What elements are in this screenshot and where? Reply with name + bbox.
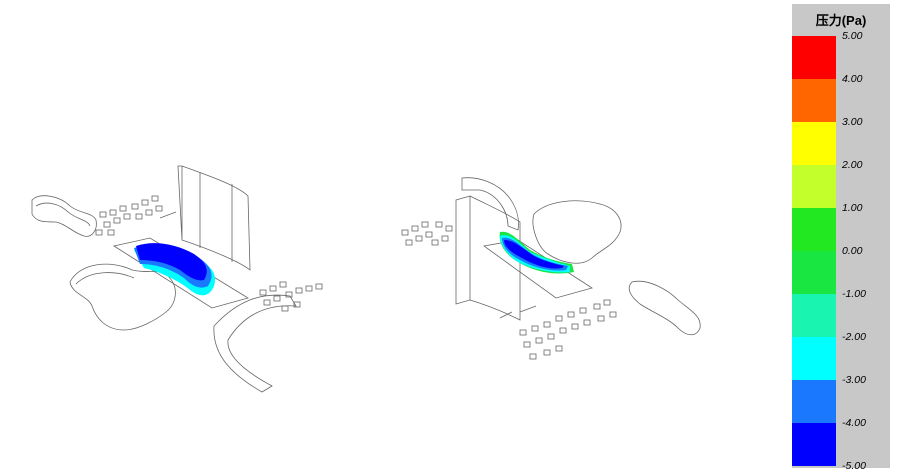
right-top-bracket bbox=[461, 177, 519, 231]
left-assembly bbox=[31, 165, 323, 393]
left-bracket-part bbox=[31, 195, 97, 237]
legend-swatch bbox=[792, 294, 836, 337]
legend-tick-label: 4.00 bbox=[842, 73, 863, 85]
right-horseshoe-part bbox=[532, 200, 622, 264]
right-fasteners-left bbox=[401, 221, 453, 246]
legend-tick-label: -3.00 bbox=[842, 374, 866, 386]
legend-tick-label: -5.00 bbox=[842, 460, 866, 472]
pressure-legend: 压力(Pa) 5.00 4.00 3.00 2.00 1.00 0.00 -1.00 -2.0… bbox=[792, 4, 890, 472]
legend-swatch bbox=[792, 79, 836, 122]
right-wall-panel bbox=[455, 195, 521, 321]
legend-tick-label: 3.00 bbox=[842, 116, 863, 128]
right-contour-low bbox=[504, 240, 564, 269]
legend-swatch bbox=[792, 337, 836, 380]
legend-swatch bbox=[792, 251, 836, 294]
legend-swatch bbox=[792, 423, 836, 466]
legend-swatch bbox=[792, 165, 836, 208]
legend-title: 压力(Pa) bbox=[815, 13, 867, 28]
legend-swatch bbox=[792, 208, 836, 251]
right-fasteners-bottom bbox=[499, 299, 617, 360]
left-fasteners-bottom bbox=[259, 281, 323, 312]
legend-tick-label: -2.00 bbox=[842, 331, 866, 343]
legend-tick-label: 0.00 bbox=[842, 245, 863, 257]
left-pressure-contour bbox=[134, 243, 216, 296]
legend-tick-label: 2.00 bbox=[842, 159, 863, 171]
right-pressure-contour bbox=[499, 231, 574, 274]
left-fasteners-top bbox=[95, 195, 177, 236]
legend-tick-label: -1.00 bbox=[842, 288, 866, 300]
legend-swatch bbox=[792, 36, 836, 79]
legend-tick-label: 5.00 bbox=[842, 30, 863, 42]
left-horseshoe-part bbox=[69, 263, 176, 331]
legend-tick-label: 1.00 bbox=[842, 202, 863, 214]
left-contour-low bbox=[136, 243, 207, 281]
legend-swatch bbox=[792, 380, 836, 423]
right-side-bracket bbox=[628, 280, 701, 336]
model-viewport[interactable] bbox=[0, 0, 790, 472]
left-base-plate bbox=[112, 237, 249, 309]
legend-swatch bbox=[792, 122, 836, 165]
legend-tick-label: -4.00 bbox=[842, 417, 866, 429]
left-bottom-arc bbox=[213, 294, 297, 393]
left-curved-wall bbox=[177, 165, 251, 271]
